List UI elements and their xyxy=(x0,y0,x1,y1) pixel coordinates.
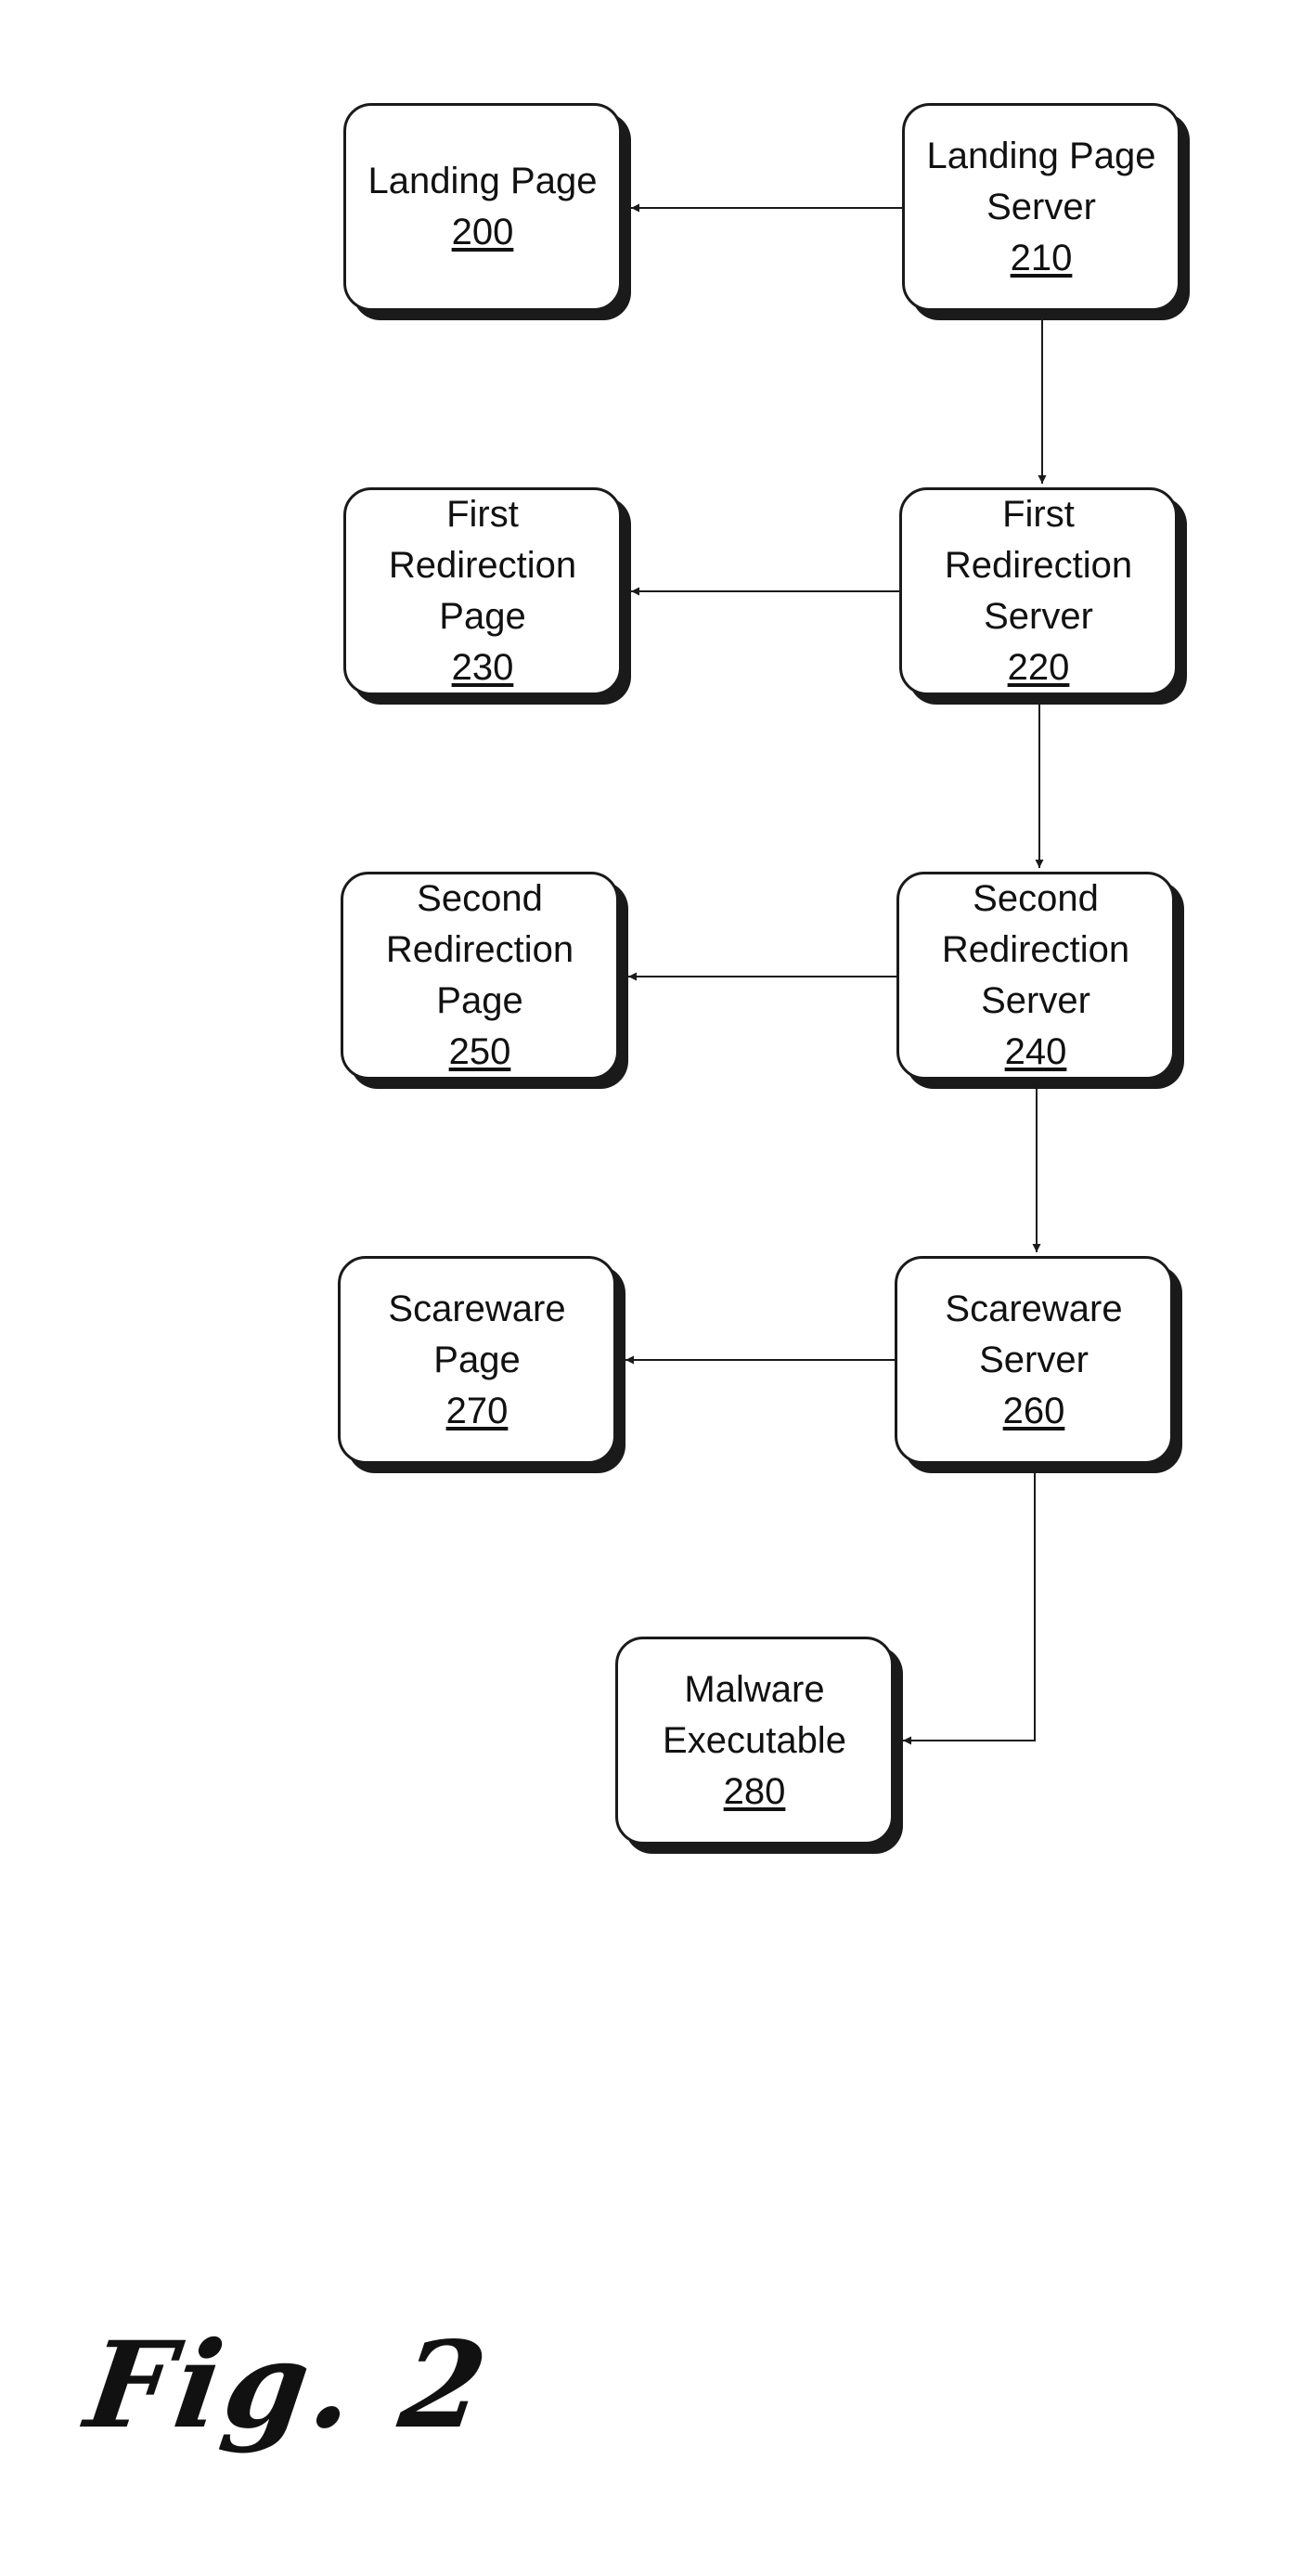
edge-scareware-server-to-malware xyxy=(903,1467,1035,1741)
node-ref-line: Server 210 xyxy=(986,182,1096,284)
first-redirection-page-node: First Redirection Page 230 xyxy=(343,487,622,695)
node-label-line: Redirection xyxy=(386,925,574,976)
node-label-tail: Page xyxy=(433,1335,520,1386)
node-label-line: Scareware xyxy=(388,1284,565,1335)
node-ref-line: Page 250 xyxy=(436,976,522,1078)
node-ref: 240 xyxy=(981,1027,1090,1078)
scareware-server-node: Scareware Server 260 xyxy=(895,1256,1173,1464)
landing-page-server-node: Landing Page Server 210 xyxy=(902,103,1180,311)
first-redirection-server-node: First Redirection Server 220 xyxy=(899,487,1178,695)
second-redirection-page-node: Second Redirection Page 250 xyxy=(341,872,619,1080)
node-label-tail: Page xyxy=(436,976,522,1027)
node-ref-line: Server 220 xyxy=(984,591,1093,693)
node-ref: 210 xyxy=(986,233,1096,284)
node-ref-line: Page 230 xyxy=(439,591,525,693)
node-label-tail: Server xyxy=(979,1335,1089,1386)
node-label-line: Landing Page xyxy=(927,131,1156,182)
node-ref: 280 xyxy=(724,1767,786,1818)
node-ref-line: Server 240 xyxy=(981,976,1090,1078)
node-ref-line: Server 260 xyxy=(979,1335,1089,1437)
node-label-line: Second xyxy=(417,874,543,925)
landing-page-node: Landing Page 200 xyxy=(343,103,622,311)
malware-executable-node: Malware Executable 280 xyxy=(615,1637,894,1845)
node-ref: 270 xyxy=(433,1386,520,1437)
node-label-line: Scareware xyxy=(945,1284,1122,1335)
node-ref: 260 xyxy=(979,1386,1089,1437)
node-ref: 200 xyxy=(452,207,514,258)
node-label-line: First xyxy=(1002,489,1075,540)
node-ref-line: 200 xyxy=(452,207,514,258)
scareware-page-node: Scareware Page 270 xyxy=(338,1256,616,1464)
node-ref: 250 xyxy=(436,1027,522,1078)
second-redirection-server-node: Second Redirection Server 240 xyxy=(896,872,1175,1080)
node-label-line: First xyxy=(446,489,519,540)
node-label-line: Executable xyxy=(663,1715,846,1767)
node-label-line: Redirection xyxy=(945,540,1132,591)
node-label-line: Redirection xyxy=(389,540,576,591)
node-ref-line: 280 xyxy=(724,1767,786,1818)
node-label-line: Landing Page xyxy=(368,156,598,207)
node-label-line: Redirection xyxy=(942,925,1129,976)
node-label-line: Second xyxy=(973,874,1099,925)
figure-label: Fig. 2 xyxy=(78,2316,497,2455)
node-ref: 220 xyxy=(984,642,1093,693)
node-label-tail: Page xyxy=(439,591,525,642)
node-ref: 230 xyxy=(439,642,525,693)
node-label-tail: Server xyxy=(986,182,1096,233)
node-ref-line: Page 270 xyxy=(433,1335,520,1437)
node-label-line: Malware xyxy=(684,1664,824,1715)
node-label-tail: Server xyxy=(984,591,1093,642)
node-label-tail: Server xyxy=(981,976,1090,1027)
